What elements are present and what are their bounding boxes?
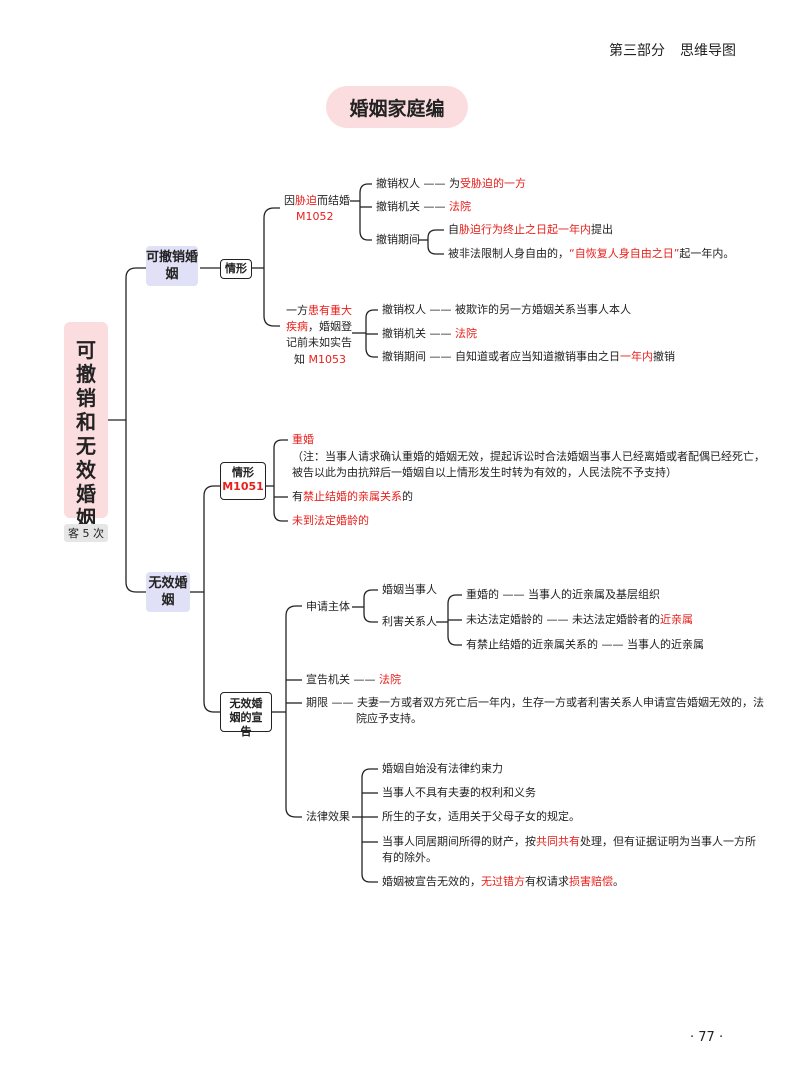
disease-period-red: 一年内 <box>620 350 653 363</box>
page-title-text: 婚姻家庭编 <box>349 97 445 120</box>
coercion-period-a: 自胁迫行为终止之日起一年内提出 <box>448 223 613 237</box>
prohibited-kinship: 有禁止结婚的亲属关系的 <box>292 490 413 504</box>
applicant-party: 婚姻当事人 <box>382 583 437 596</box>
bigamy-note-1: （注：当事人请求确认重婚的婚姻无效，提起诉讼时合法婚姻当事人已经离婚或者配偶已经… <box>292 450 765 463</box>
root-node: 可撤销和无效婚姻 <box>64 322 108 530</box>
e4-pre: 当事人同居期间所得的财产，按 <box>382 835 536 848</box>
coercion-pre: 因 <box>284 194 295 207</box>
i2-red: 近亲属 <box>660 613 693 626</box>
e5-red2: 损害赔偿 <box>569 875 613 888</box>
kin-red: 禁止结婚的亲属关系 <box>303 490 402 503</box>
period-a-red: 胁迫行为终止之日起一年内 <box>459 223 591 236</box>
disease-line2-red: 疾病 <box>286 320 308 333</box>
declaration-term-1: 期限 —— 夫妻一方或者双方死亡后一年内，生存一方或者利害关系人申请宣告婚姻无效… <box>306 696 764 709</box>
period-b-red: “自恢复人身自由之日” <box>569 247 680 260</box>
e4-red: 共同共有 <box>536 835 580 848</box>
invalid-situation-label: 情形 <box>232 466 254 479</box>
e5-pre: 婚姻被宣告无效的， <box>382 875 481 888</box>
coercion-right-holder: 撤销权人 —— 为受胁迫的一方 <box>376 177 526 191</box>
coercion-right-holder-pre: 撤销权人 —— 为 <box>376 177 460 190</box>
coercion-label: 因胁迫而结婚 <box>284 194 350 208</box>
disease-line-4: 知 M1053 <box>294 353 346 367</box>
e5-post: 。 <box>613 875 624 888</box>
disease-line-1: 一方患有重大 <box>286 304 352 318</box>
node-revocable-marriage: 可撤销婚姻 <box>146 246 198 286</box>
disease-line4-red: M1053 <box>308 353 347 366</box>
coercion-code: M1052 <box>296 210 334 223</box>
e5-mid: 有权请求 <box>525 875 569 888</box>
node-invalid-marriage: 无效婚姻 <box>146 572 190 612</box>
e5-red1: 无过错方 <box>481 875 525 888</box>
coercion-period-b: 被非法限制人身自由的，“自恢复人身自由之日”起一年内。 <box>448 247 734 261</box>
section-subtitle: 思维导图 <box>680 43 736 59</box>
coercion-organ-pre: 撤销机关 —— <box>376 200 449 213</box>
interested-item-1: 重婚的 —— 当事人的近亲属及基层组织 <box>466 588 660 601</box>
exam-count-badge: 客 5 次 <box>64 524 108 542</box>
invalid-situation-code: M1051 <box>222 480 264 493</box>
node-invalid-situation: 情形 M1051 <box>220 462 266 500</box>
period-a-pre: 自 <box>448 223 459 236</box>
disease-line-2: 疾病，婚姻登 <box>286 320 352 334</box>
coercion-organ: 撤销机关 —— 法院 <box>376 200 471 214</box>
coercion-red: 胁迫 <box>295 194 317 207</box>
coercion-period: 撤销期间 <box>376 233 420 246</box>
disease-line2-post: ，婚姻登 <box>308 320 352 333</box>
applicant-interested: 利害关系人 <box>382 615 437 628</box>
disease-period-pre: 撤销期间 —— 自知道或者应当知道撤销事由之日 <box>382 350 620 363</box>
effect-item-3: 所生的子女，适用关于父母子女的规定。 <box>382 810 580 823</box>
effect-item-4b: 有的除外。 <box>382 851 437 864</box>
node-invalid-declaration: 无效婚姻的宣告 <box>220 692 272 738</box>
under-age: 未到法定婚龄的 <box>292 514 369 527</box>
disease-line1-red: 患有重大 <box>308 304 352 317</box>
section-label: 第三部分 <box>609 43 665 59</box>
bigamy-label: 重婚 <box>292 433 314 446</box>
disease-organ: 撤销机关 —— 法院 <box>382 327 477 341</box>
effect-item-1: 婚姻自始没有法律约束力 <box>382 762 503 775</box>
coercion-post: 而结婚 <box>317 194 350 207</box>
disease-organ-red: 法院 <box>455 327 477 340</box>
disease-line-3: 记前未如实告 <box>286 336 352 349</box>
period-b-pre: 被非法限制人身自由的， <box>448 247 569 260</box>
effect-item-2: 当事人不具有夫妻的权利和义务 <box>382 786 536 799</box>
declaration-organ: 宣告机关 —— 法院 <box>306 673 401 687</box>
i2-pre: 未达法定婚龄的 —— 未达法定婚龄者的 <box>466 613 660 626</box>
bigamy-note-2: 被告以此为由抗辩后一婚姻自以上情形发生时转为有效的，人民法院不予支持） <box>292 466 677 479</box>
applicant-label: 申请主体 <box>306 600 350 613</box>
period-a-post: 提出 <box>591 223 613 236</box>
root-label: 可撤销和无效婚姻 <box>76 338 96 530</box>
coercion-right-holder-red: 受胁迫的一方 <box>460 177 526 190</box>
node-revocable-situation: 情形 <box>220 259 252 279</box>
interested-item-2: 未达法定婚龄的 —— 未达法定婚龄者的近亲属 <box>466 613 693 627</box>
disease-line4-pre: 知 <box>294 353 309 366</box>
page-number: · 77 · <box>690 1030 724 1045</box>
decl-organ-red: 法院 <box>379 673 401 686</box>
e4-post: 处理，但有证据证明为当事人一方所 <box>580 835 756 848</box>
disease-organ-pre: 撤销机关 —— <box>382 327 455 340</box>
kin-post: 的 <box>402 490 413 503</box>
decl-organ-pre: 宣告机关 —— <box>306 673 379 686</box>
interested-item-3: 有禁止结婚的近亲属关系的 —— 当事人的近亲属 <box>466 638 704 651</box>
disease-period: 撤销期间 —— 自知道或者应当知道撤销事由之日一年内撤销 <box>382 350 675 364</box>
page-title: 婚姻家庭编 <box>326 86 468 128</box>
effect-item-5: 婚姻被宣告无效的，无过错方有权请求损害赔偿。 <box>382 875 624 889</box>
disease-right-holder: 撤销权人 —— 被欺诈的另一方婚姻关系当事人本人 <box>382 303 631 316</box>
disease-line1-pre: 一方 <box>286 304 308 317</box>
declaration-term-2: 院应予支持。 <box>356 712 422 725</box>
effect-item-4a: 当事人同居期间所得的财产，按共同共有处理，但有证据证明为当事人一方所 <box>382 835 756 849</box>
period-b-post: 起一年内。 <box>679 247 735 260</box>
disease-period-post: 撤销 <box>653 350 675 363</box>
kin-pre: 有 <box>292 490 303 503</box>
effect-label: 法律效果 <box>306 810 350 823</box>
coercion-organ-red: 法院 <box>449 200 471 213</box>
